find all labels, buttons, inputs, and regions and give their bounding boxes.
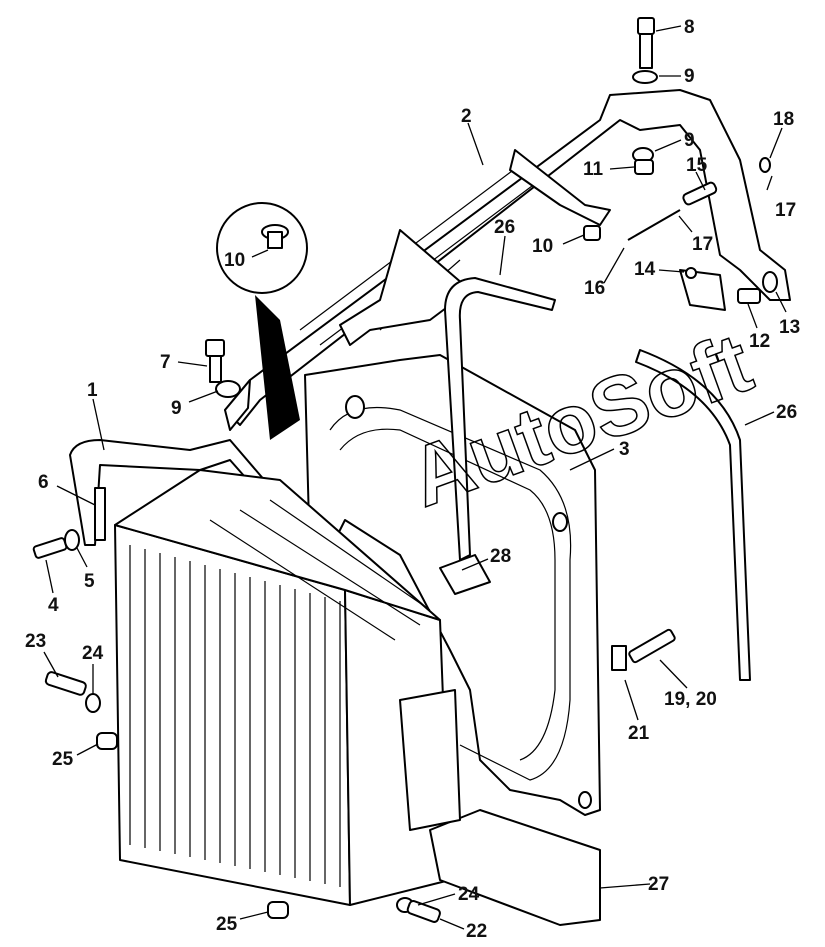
pin-16 — [627, 209, 681, 241]
bolt-10 — [583, 225, 601, 241]
washer-5 — [64, 529, 80, 551]
plate-21 — [611, 645, 627, 671]
zoom-wedge — [255, 295, 300, 440]
nut-18 — [759, 157, 771, 173]
callout-5: 5 — [84, 571, 95, 592]
bolt-7-head — [205, 339, 225, 357]
plate-6 — [94, 487, 106, 541]
callout-10: 10 — [224, 250, 245, 271]
top-bracket-part-2 — [224, 89, 791, 431]
bolt-4 — [32, 537, 68, 559]
callout-9: 9 — [171, 398, 182, 419]
callout-13: 13 — [779, 317, 800, 338]
seal-strip-part-28 — [439, 554, 491, 595]
callout-21: 21 — [628, 723, 650, 744]
callout-24: 24 — [458, 884, 480, 905]
callout-labels: 8 9 2 9 18 11 15 17 26 10 17 10 14 16 13… — [25, 17, 800, 942]
bolt-23 — [44, 671, 87, 696]
callout-19-20: 19, 20 — [664, 689, 717, 710]
callout-12: 12 — [749, 331, 770, 352]
callout-11: 11 — [583, 159, 604, 180]
plug-25-left — [96, 732, 118, 750]
callout-4: 4 — [48, 595, 59, 616]
callout-1: 1 — [87, 380, 98, 401]
screw-14 — [685, 267, 697, 279]
callout-17: 17 — [692, 234, 713, 255]
bolt-8-head — [637, 17, 655, 35]
callout-25: 25 — [52, 749, 74, 770]
callout-22: 22 — [466, 921, 487, 942]
radiator-assembly — [69, 439, 601, 926]
callout-24: 24 — [82, 643, 104, 664]
washer-13 — [762, 271, 778, 293]
callout-8: 8 — [684, 17, 695, 38]
callout-2: 2 — [461, 106, 472, 127]
bolt-7-shank — [209, 355, 222, 383]
callout-15: 15 — [686, 155, 708, 176]
rivet-10-body — [267, 231, 283, 249]
callout-27: 27 — [648, 874, 669, 895]
callout-26: 26 — [776, 402, 797, 423]
leader-lines — [43, 25, 787, 930]
nut-11 — [634, 159, 654, 175]
callout-28: 28 — [490, 546, 511, 567]
detail-zoom-circle — [216, 202, 308, 440]
bolt-22 — [406, 900, 441, 923]
fasteners — [32, 17, 778, 923]
bolt-12 — [737, 288, 761, 304]
callout-9: 9 — [684, 66, 695, 87]
zoom-circle — [216, 202, 308, 294]
callout-18: 18 — [773, 109, 794, 130]
callout-9: 9 — [684, 130, 695, 151]
bolt-19-20 — [628, 628, 676, 664]
callout-6: 6 — [38, 472, 49, 493]
plug-25-bottom — [267, 901, 289, 919]
callout-14: 14 — [634, 259, 656, 280]
callout-3: 3 — [619, 439, 630, 460]
callout-26: 26 — [494, 217, 515, 238]
bolt-8-shank — [639, 33, 653, 69]
washer-9-top — [632, 70, 658, 84]
callout-7: 7 — [160, 352, 171, 373]
callout-10: 10 — [532, 236, 553, 257]
washer-24-left — [85, 693, 101, 713]
callout-17: 17 — [775, 200, 796, 221]
callout-25: 25 — [216, 914, 238, 935]
callout-16: 16 — [584, 278, 605, 299]
callout-23: 23 — [25, 631, 46, 652]
washer-9-left — [215, 380, 241, 398]
sleeve-15 — [682, 181, 718, 206]
seal-strip-part-26 — [444, 277, 751, 681]
